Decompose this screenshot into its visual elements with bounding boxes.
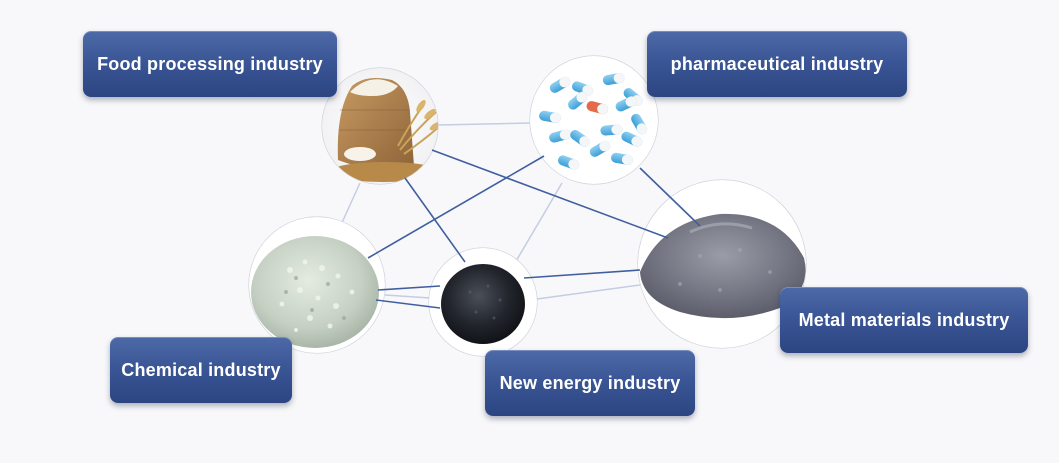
link-chemical-energy bbox=[377, 285, 441, 291]
link-chemical-energy-faint bbox=[384, 294, 431, 299]
food-node-image bbox=[322, 68, 438, 184]
label-new-energy-industry: New energy industry bbox=[485, 350, 695, 416]
label-metal-materials-industry: Metal materials industry bbox=[780, 287, 1028, 353]
link-chemical-energy-2 bbox=[375, 299, 441, 309]
label-chemical-text: Chemical industry bbox=[121, 359, 281, 380]
label-pharma-text: pharmaceutical industry bbox=[670, 53, 884, 74]
link-energy-metal-faint bbox=[536, 284, 641, 300]
link-food-pharma bbox=[437, 122, 531, 126]
chemical-node-image bbox=[249, 217, 385, 353]
link-pharma-metal bbox=[639, 167, 701, 227]
label-food-processing-industry: Food processing industry bbox=[83, 31, 337, 97]
label-energy-text: New energy industry bbox=[499, 372, 681, 393]
label-metal-text: Metal materials industry bbox=[798, 309, 1010, 330]
link-pharma-energy bbox=[511, 182, 563, 269]
link-pharma-chemical bbox=[367, 155, 545, 259]
strong-links bbox=[367, 149, 701, 309]
link-food-metal bbox=[431, 149, 669, 239]
label-food-text: Food processing industry bbox=[97, 53, 323, 74]
label-chemical-industry: Chemical industry bbox=[110, 337, 292, 403]
link-energy-metal bbox=[523, 269, 641, 279]
pharma-node-image bbox=[530, 56, 658, 184]
metal-node-image bbox=[638, 180, 806, 348]
label-pharmaceutical-industry: pharmaceutical industry bbox=[647, 31, 907, 97]
energy-node-image bbox=[429, 248, 537, 356]
